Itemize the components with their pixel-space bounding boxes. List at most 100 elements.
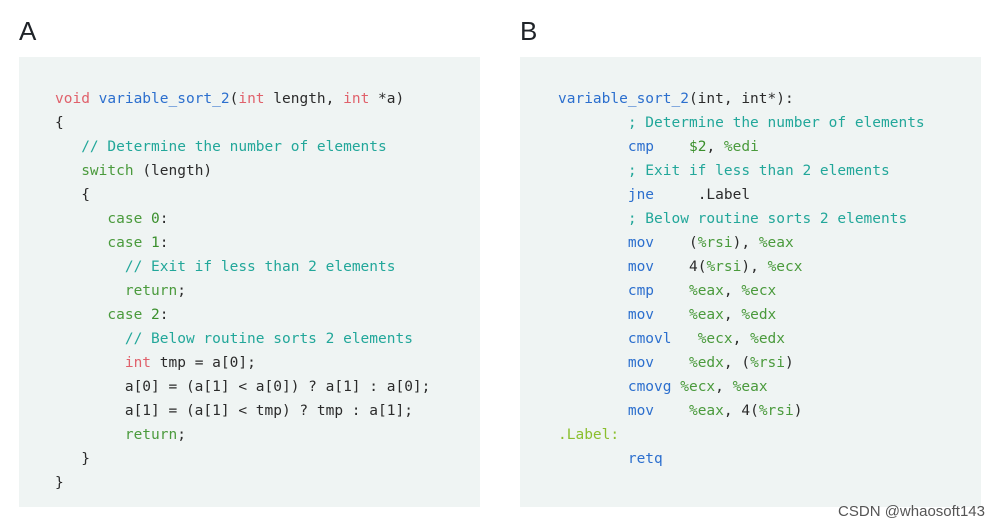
code-token-plain: a[0] = (a[1] < a[0]) ? a[1] : a[0]; — [55, 379, 431, 395]
code-token-number: 2 — [151, 307, 160, 323]
code-token-register: %edx — [750, 331, 786, 347]
code-token-plain — [558, 379, 628, 395]
code-token-label: .Label: — [558, 427, 620, 443]
code-token-register: %edx — [741, 307, 777, 323]
code-token-plain — [55, 139, 81, 155]
code-token-comment: ; Below routine sorts 2 elements — [627, 211, 908, 227]
code-token-plain — [558, 235, 628, 251]
code-token-plain — [654, 283, 689, 299]
code-token-plain — [558, 355, 628, 371]
code-token-plain: ), — [732, 235, 759, 251]
code-line: retq — [558, 447, 925, 471]
code-token-register: %edi — [723, 139, 759, 155]
code-token-plain — [558, 283, 628, 299]
code-token-function: cmovg — [627, 379, 672, 395]
code-token-plain: , — [732, 331, 751, 347]
code-token-register: %eax — [758, 235, 794, 251]
watermark: CSDN @whaosoft143 — [838, 503, 985, 520]
code-token-plain — [558, 163, 628, 179]
code-token-plain: tmp = a[0]; — [151, 355, 256, 371]
code-token-function: mov — [627, 307, 655, 323]
code-token-plain — [55, 259, 125, 275]
code-token-plain — [672, 331, 698, 347]
code-token-comment: // Exit if less than 2 elements — [124, 259, 396, 275]
code-token-plain — [654, 355, 689, 371]
code-line: mov %eax, 4(%rsi) — [558, 399, 925, 423]
code-token-plain: .Label — [654, 187, 751, 203]
code-line: cmovl %ecx, %edx — [558, 327, 925, 351]
code-token-plain: a[1] = (a[1] < tmp) ? tmp : a[1]; — [55, 403, 413, 419]
code-token-plain: { — [55, 187, 90, 203]
code-token-plain: ) — [785, 355, 794, 371]
code-line: case 2: — [55, 303, 430, 327]
panel-a-label: A — [19, 16, 37, 46]
code-token-plain — [55, 211, 107, 227]
code-line: void variable_sort_2(int length, int *a) — [55, 87, 430, 111]
code-token-plain: ( — [229, 91, 239, 107]
code-token-plain: (length) — [133, 163, 213, 179]
code-line: jne .Label — [558, 183, 925, 207]
code-line: // Determine the number of elements — [55, 135, 430, 159]
code-token-keyword: int — [124, 355, 152, 371]
code-token-plain: : — [159, 307, 169, 323]
code-token-plain: , — [706, 139, 724, 155]
code-line: switch (length) — [55, 159, 430, 183]
code-line: .Label: — [558, 423, 925, 447]
code-line: ; Below routine sorts 2 elements — [558, 207, 925, 231]
code-token-plain: , ( — [723, 355, 751, 371]
code-token-plain — [55, 235, 107, 251]
code-token-register: %eax — [688, 283, 724, 299]
code-token-plain — [654, 403, 689, 419]
code-token-register: %edx — [688, 355, 724, 371]
code-token-register: %eax — [688, 403, 724, 419]
code-token-function: mov — [627, 403, 655, 419]
code-token-plain — [558, 451, 628, 467]
code-token-plain: } — [55, 475, 64, 491]
code-token-register: %ecx — [741, 283, 777, 299]
c-source-code-panel: void variable_sort_2(int length, int *a)… — [19, 57, 480, 507]
code-token-plain: { — [55, 115, 64, 131]
code-token-function: mov — [627, 235, 655, 251]
assembly-code-panel: variable_sort_2(int, int*): ; Determine … — [520, 57, 981, 507]
code-token-comment: // Below routine sorts 2 elements — [124, 331, 413, 347]
code-token-plain — [558, 187, 628, 203]
code-token-keyword: void — [55, 91, 99, 107]
code-token-plain: ; — [177, 283, 186, 299]
code-token-plain: ) — [793, 403, 803, 419]
code-line: a[1] = (a[1] < tmp) ? tmp : a[1]; — [55, 399, 430, 423]
code-token-plain — [558, 403, 628, 419]
assembly-code-block: variable_sort_2(int, int*): ; Determine … — [558, 87, 925, 471]
code-token-plain: : — [159, 211, 169, 227]
code-token-plain — [558, 259, 628, 275]
code-line: mov 4(%rsi), %ecx — [558, 255, 925, 279]
code-token-plain — [558, 139, 628, 155]
code-token-register: %rsi — [706, 259, 742, 275]
code-line: } — [55, 471, 430, 495]
code-token-comment: // Determine the number of elements — [81, 139, 387, 155]
code-line: cmp $2, %edi — [558, 135, 925, 159]
c-code-block: void variable_sort_2(int length, int *a)… — [55, 87, 430, 495]
code-token-register: %ecx — [697, 331, 733, 347]
code-line: ; Exit if less than 2 elements — [558, 159, 925, 183]
code-line: case 0: — [55, 207, 430, 231]
code-token-plain: ), — [741, 259, 768, 275]
code-token-function: cmovl — [627, 331, 672, 347]
code-token-function: cmp — [627, 139, 655, 155]
code-line: // Below routine sorts 2 elements — [55, 327, 430, 351]
code-token-function: variable_sort_2 — [98, 91, 230, 107]
code-token-control: return — [124, 283, 178, 299]
code-token-plain — [55, 283, 125, 299]
code-token-plain: , — [723, 307, 742, 323]
code-line: return; — [55, 279, 430, 303]
code-token-plain — [55, 355, 125, 371]
code-token-number: 1 — [151, 235, 160, 251]
code-token-plain: , — [723, 283, 742, 299]
code-line: { — [55, 111, 430, 135]
code-token-function: jne — [627, 187, 655, 203]
code-token-comment: ; Exit if less than 2 elements — [627, 163, 890, 179]
code-token-control: return — [124, 427, 178, 443]
code-token-register: %ecx — [767, 259, 803, 275]
code-token-plain — [558, 211, 628, 227]
code-token-plain: length, — [264, 91, 344, 107]
code-token-plain — [55, 427, 125, 443]
